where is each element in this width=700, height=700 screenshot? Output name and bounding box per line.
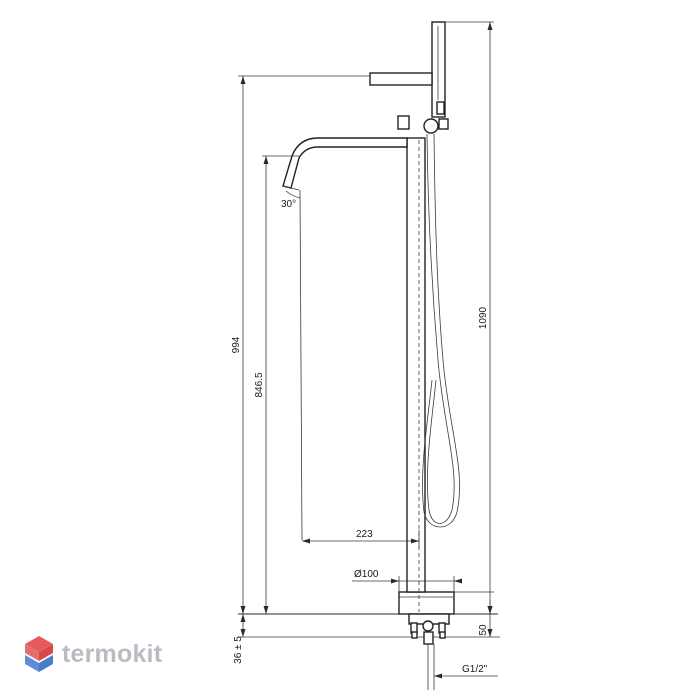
lever-handle bbox=[369, 72, 433, 86]
dim-50-label: 50 bbox=[478, 624, 489, 636]
handshower-holder bbox=[431, 21, 446, 118]
dim-223-label: 223 bbox=[356, 529, 373, 540]
dim-angle-label: 30° bbox=[281, 199, 296, 210]
dim-1090 bbox=[445, 21, 494, 614]
dim-diameter bbox=[352, 576, 462, 592]
dim-1090-label: 1090 bbox=[478, 306, 489, 329]
shower-hose-inner bbox=[422, 133, 460, 528]
dim-diameter-label: Ø100 bbox=[354, 569, 379, 580]
dim-846-5 bbox=[262, 155, 299, 614]
spout-tip-face bbox=[282, 185, 300, 191]
base-escutcheon bbox=[398, 591, 455, 615]
diverter-knob bbox=[397, 115, 410, 130]
dim-223 bbox=[302, 530, 420, 548]
faucet-column bbox=[406, 137, 426, 593]
dim-connection-label: G1/2" bbox=[462, 664, 488, 675]
dim-angle bbox=[285, 189, 303, 541]
brand-logo: termokit bbox=[22, 632, 162, 676]
handshower-holder-cap bbox=[436, 101, 445, 115]
brand-mark-icon bbox=[25, 636, 53, 672]
hose-connector bbox=[423, 118, 439, 134]
brand-name: termokit bbox=[62, 639, 163, 668]
hose-nut bbox=[438, 118, 449, 130]
dim-994 bbox=[238, 75, 370, 614]
dim-36 bbox=[240, 614, 246, 637]
spout bbox=[282, 137, 408, 189]
dim-846-5-label: 846.5 bbox=[254, 372, 265, 397]
dim-connection bbox=[434, 673, 498, 679]
dim-994-label: 994 bbox=[231, 336, 242, 353]
shower-hose-outer bbox=[426, 133, 455, 524]
dim-36-label: 36 ± 5 bbox=[233, 636, 244, 664]
inlet-fittings bbox=[408, 613, 450, 690]
dim-50 bbox=[454, 591, 494, 637]
